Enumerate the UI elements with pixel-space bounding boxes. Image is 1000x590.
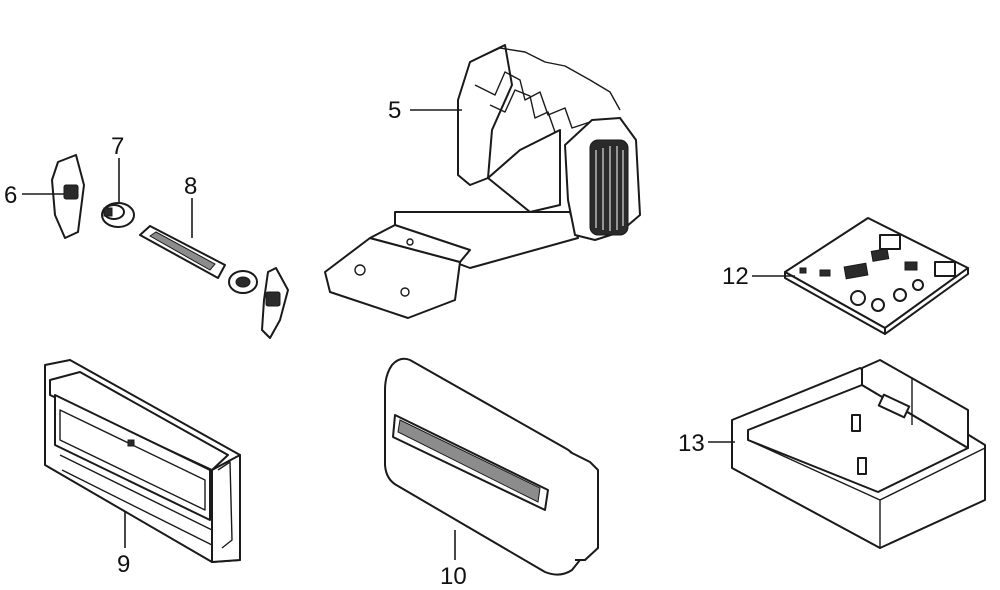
part-13-bottom-housing bbox=[731, 359, 986, 549]
part-5-media-holder bbox=[324, 44, 641, 319]
callout-9: 9 bbox=[117, 551, 130, 578]
part-9-cutter-module bbox=[44, 359, 241, 563]
callout-7: 7 bbox=[111, 133, 124, 160]
part-6-clip bbox=[51, 154, 85, 239]
part-12-circuit-board bbox=[784, 217, 969, 335]
callout-5: 5 bbox=[388, 97, 401, 124]
part-10-front-cover bbox=[384, 357, 599, 576]
callout-10: 10 bbox=[440, 563, 467, 590]
part-7-collar bbox=[101, 202, 135, 228]
callout-12: 12 bbox=[722, 263, 749, 290]
callout-8: 8 bbox=[184, 173, 197, 200]
part-8-shaft bbox=[139, 225, 289, 339]
callout-13: 13 bbox=[678, 430, 705, 457]
callout-6: 6 bbox=[4, 182, 17, 209]
